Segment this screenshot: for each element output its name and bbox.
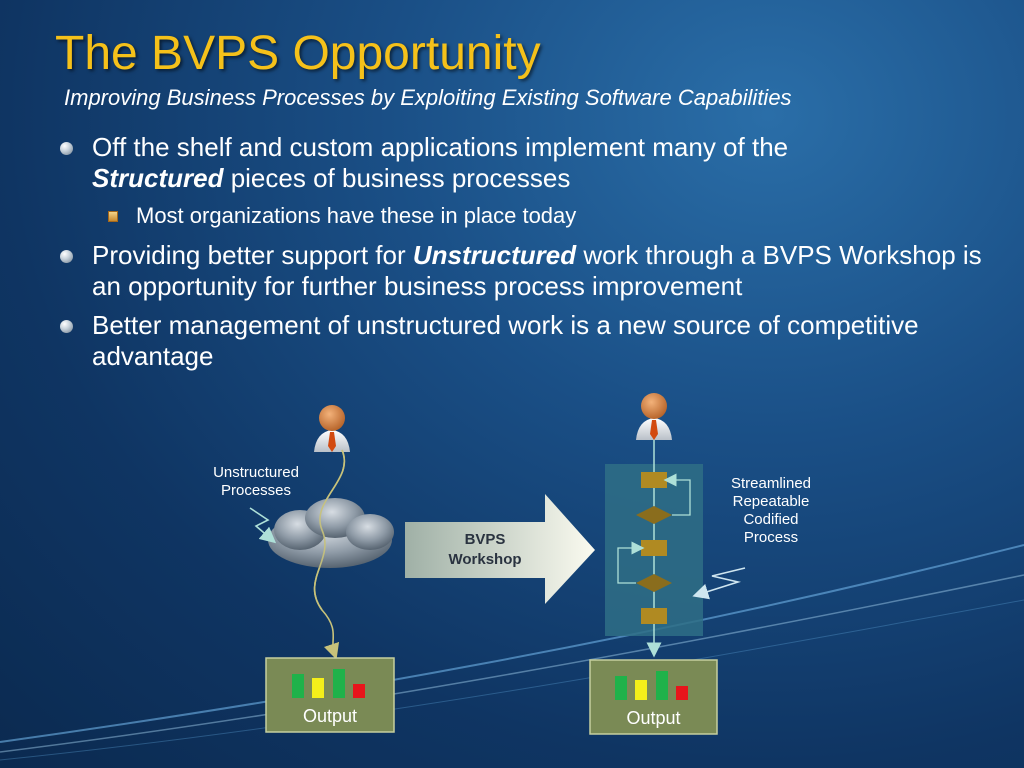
bullet-text: Better management of unstructured work i…	[92, 310, 919, 371]
bullet-item: Better management of unstructured work i…	[60, 310, 990, 372]
bvps-workshop-label: BVPS Workshop	[448, 531, 522, 568]
unstructured-processes-label: Unstructured Processes	[213, 464, 299, 499]
decision-diamond	[636, 506, 672, 524]
bullet-text: Providing better support for	[92, 240, 413, 270]
output-box-right	[589, 659, 718, 735]
bullet-dot-icon	[60, 320, 73, 333]
bullet-emphasis: Unstructured	[412, 240, 577, 270]
bullet-dot-icon	[60, 250, 73, 263]
pointer-zigzag-left	[249, 507, 277, 544]
slide-title: The BVPS Opportunity	[55, 27, 541, 80]
bvps-workshop-arrow	[405, 494, 595, 604]
bullet-text: work through a BVPS Workshop is an oppor…	[92, 240, 982, 301]
sub-bullet-square-icon	[108, 211, 118, 222]
sub-bullet-text: Most organizations have these in place t…	[136, 203, 577, 228]
process-step-box	[641, 608, 667, 624]
process-step-box	[641, 472, 667, 488]
slide-subtitle: Improving Business Processes by Exploiti…	[64, 85, 792, 110]
bullet-emphasis: Structured	[92, 163, 224, 193]
streamlined-process-label: Streamlined Repeatable Codified Process	[730, 475, 812, 546]
output-box-left	[265, 657, 395, 733]
bullet-text: pieces of business processes	[223, 163, 571, 193]
bullet-item: Off the shelf and custom applications im…	[60, 132, 990, 194]
output-label-left: Output	[302, 706, 358, 726]
cloud-icon	[268, 498, 394, 568]
decision-diamond	[636, 574, 672, 592]
bullet-dot-icon	[60, 142, 73, 155]
pointer-zigzag-right	[692, 567, 746, 600]
person-icon-right	[636, 393, 672, 440]
sub-bullet-item: Most organizations have these in place t…	[60, 202, 990, 230]
person-icon-left	[314, 405, 350, 452]
bullet-item: Providing better support for Unstructure…	[60, 240, 990, 302]
output-label-right: Output	[626, 708, 681, 728]
bullet-list: Off the shelf and custom applications im…	[60, 132, 990, 380]
process-step-box	[641, 540, 667, 556]
bullet-text: Off the shelf and custom applications im…	[92, 132, 789, 162]
